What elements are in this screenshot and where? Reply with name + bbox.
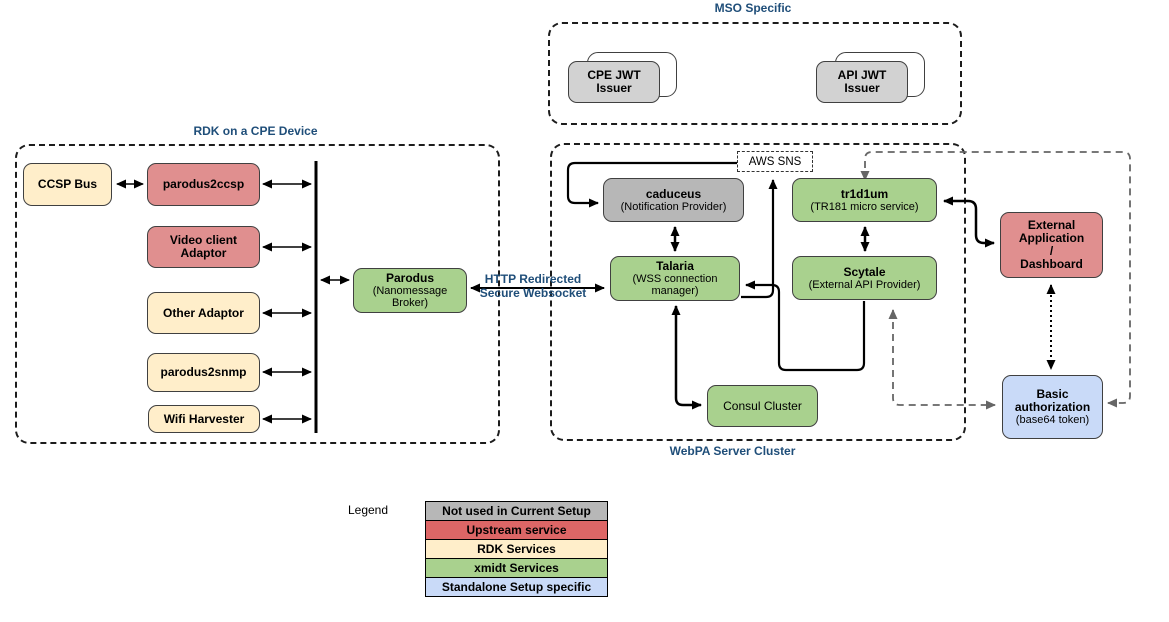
basic-authorization-node: Basic authorization (base64 token) <box>1002 375 1103 439</box>
caduceus-label: caduceus <box>645 186 702 201</box>
edge-basicauth-scytale <box>888 309 996 410</box>
tr1d1um-sublabel: (TR181 micro service) <box>810 200 919 213</box>
caduceus-sublabel: (Notification Provider) <box>620 200 727 213</box>
edge-talaria-awssns <box>741 179 778 299</box>
parodus-node: Parodus (Nanomessage Broker) <box>353 268 467 313</box>
scytale-node: Scytale (External API Provider) <box>792 256 937 300</box>
parodus2ccsp-label: parodus2ccsp <box>162 177 245 191</box>
legend-table: Not used in Current Setup Upstream servi… <box>425 501 608 597</box>
wifi-harvester-node: Wifi Harvester <box>148 405 260 433</box>
scytale-sublabel: (External API Provider) <box>808 278 921 291</box>
parodus2snmp-label: parodus2snmp <box>160 365 247 379</box>
legend-row-rdk: RDK Services <box>425 539 608 559</box>
edge-tr1d1um-externalapp <box>943 196 995 248</box>
talaria-sublabel: (WSS connection manager) <box>632 273 718 297</box>
consul-cluster-node: Consul Cluster <box>707 385 818 427</box>
caduceus-node: caduceus (Notification Provider) <box>603 178 744 222</box>
cpe-jwt-issuer-label: CPE JWT Issuer <box>587 68 641 95</box>
tr1d1um-label: tr1d1um <box>840 186 889 201</box>
consul-cluster-label: Consul Cluster <box>723 398 802 413</box>
external-application-label: External Application / Dashboard <box>1018 218 1085 271</box>
parodus-sublabel: (Nanomessage Broker) <box>372 285 448 309</box>
webpa-server-cluster-title: WebPA Server Cluster <box>669 444 796 458</box>
api-jwt-issuer-node: API JWT Issuer <box>816 61 908 103</box>
parodus-label: Parodus <box>385 271 434 285</box>
api-jwt-issuer-label: API JWT Issuer <box>837 68 887 95</box>
basic-authorization-sublabel: (base64 token) <box>1015 414 1090 426</box>
parodus2ccsp-node: parodus2ccsp <box>147 163 260 206</box>
parodus2snmp-node: parodus2snmp <box>147 353 260 392</box>
rdk-cpe-device-group <box>15 144 500 444</box>
scytale-label: Scytale <box>843 264 886 279</box>
legend-row-standalone: Standalone Setup specific <box>425 577 608 597</box>
mso-specific-title: MSO Specific <box>714 1 792 15</box>
basic-authorization-label: Basic authorization <box>1014 387 1091 414</box>
edge-basicauth-tr1d1um <box>860 151 1131 408</box>
edge-talaria-consul <box>671 305 702 410</box>
other-adaptor-label: Other Adaptor <box>163 305 244 320</box>
legend-label: Legend <box>347 503 389 517</box>
talaria-label: Talaria <box>656 259 694 273</box>
edge-awssns-caduceus <box>566 161 737 208</box>
external-application-node: External Application / Dashboard <box>1000 212 1103 278</box>
talaria-node: Talaria (WSS connection manager) <box>610 256 740 301</box>
video-client-adaptor-node: Video client Adaptor <box>147 226 260 268</box>
aws-sns-label: AWS SNS <box>748 155 802 168</box>
websocket-edge-label: HTTP Redirected Secure Websocket <box>479 272 587 300</box>
mso-specific-group <box>548 22 962 125</box>
video-client-adaptor-label: Video client Adaptor <box>169 233 238 260</box>
aws-sns-node: AWS SNS <box>737 151 813 172</box>
legend-row-not-used: Not used in Current Setup <box>425 501 608 521</box>
legend-row-upstream: Upstream service <box>425 520 608 540</box>
ccsp-bus-label: CCSP Bus <box>37 177 98 191</box>
ccsp-bus-node: CCSP Bus <box>23 163 112 206</box>
tr1d1um-node: tr1d1um (TR181 micro service) <box>792 178 937 222</box>
wifi-harvester-label: Wifi Harvester <box>163 411 245 426</box>
rdk-cpe-device-title: RDK on a CPE Device <box>193 124 318 138</box>
legend-row-xmidt: xmidt Services <box>425 558 608 578</box>
other-adaptor-node: Other Adaptor <box>147 292 260 334</box>
cpe-jwt-issuer-node: CPE JWT Issuer <box>568 61 660 103</box>
